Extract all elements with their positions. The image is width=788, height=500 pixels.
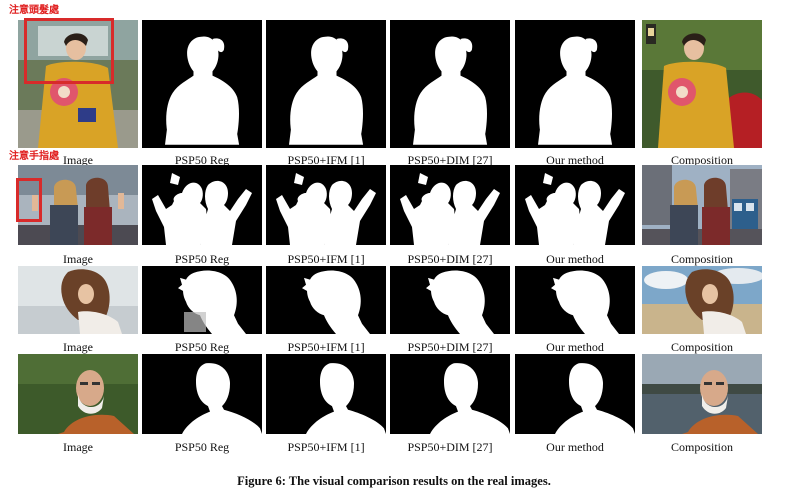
row4-our-method-mask [515, 354, 635, 434]
row1-psp50-reg-mask [142, 20, 262, 148]
row2-label-psp50-ifm: PSP50+IFM [1] [287, 252, 365, 266]
hair-note: 注意頭髮處 [9, 5, 59, 16]
figure-caption-text: The visual comparison results on the rea… [288, 474, 551, 488]
row3-label-composition: Composition [670, 340, 733, 354]
row4-psp50-dim-mask [390, 354, 510, 434]
row2-label-image: Image [63, 252, 93, 266]
row3-label-our-method: Our method [546, 340, 604, 354]
row3-label-psp50-ifm: PSP50+IFM [1] [287, 340, 365, 354]
row2-psp50-reg-mask [142, 165, 262, 245]
row3-label-psp50-reg: PSP50 Reg [174, 340, 230, 354]
row2-label-our-method: Our method [546, 252, 604, 266]
row2-composition [642, 165, 762, 245]
row1-label-psp50-reg: PSP50 Reg [174, 153, 230, 167]
row4-composition [642, 354, 762, 434]
row1-label-our-method: Our method [546, 153, 604, 167]
row4-psp50-ifm-mask [266, 354, 386, 434]
row3-label-image: Image [63, 340, 93, 354]
row1-psp50-ifm-mask [266, 20, 386, 148]
row4-label-psp50-dim: PSP50+DIM [27] [407, 440, 493, 454]
row4-psp50-reg-mask [142, 354, 262, 434]
figure-caption: Figure 6: The visual comparison results … [0, 474, 788, 489]
row3-psp50-dim-mask [390, 266, 510, 334]
row1-our-method-mask [515, 20, 635, 148]
row4-label-psp50-reg: PSP50 Reg [174, 440, 230, 454]
row2-label-psp50-dim: PSP50+DIM [27] [407, 252, 493, 266]
row1-label-image: Image [63, 153, 93, 167]
row1-psp50-dim-mask [390, 20, 510, 148]
row2-our-method-mask [515, 165, 635, 245]
row4-input-image [18, 354, 138, 434]
row3-input-image [18, 266, 138, 334]
hand-note: 注意手指處 [9, 151, 59, 162]
row3-composition [642, 266, 762, 334]
row3-psp50-reg-mask [142, 266, 262, 334]
row3-our-method-mask [515, 266, 635, 334]
row2-psp50-dim-mask [390, 165, 510, 245]
row3-label-psp50-dim: PSP50+DIM [27] [407, 340, 493, 354]
row1-input-image [18, 20, 138, 148]
row2-label-psp50-reg: PSP50 Reg [174, 252, 230, 266]
row4-label-our-method: Our method [546, 440, 604, 454]
row3-psp50-ifm-mask [266, 266, 386, 334]
row1-label-psp50-ifm: PSP50+IFM [1] [287, 153, 365, 167]
hair-highlight-box [24, 18, 114, 84]
row2-label-composition: Composition [670, 252, 733, 266]
row4-label-composition: Composition [670, 440, 733, 454]
figure-caption-prefix: Figure 6: [237, 474, 286, 488]
row1-composition [642, 20, 762, 148]
row4-label-psp50-ifm: PSP50+IFM [1] [287, 440, 365, 454]
row1-label-composition: Composition [670, 153, 733, 167]
row1-label-psp50-dim: PSP50+DIM [27] [407, 153, 493, 167]
row2-psp50-ifm-mask [266, 165, 386, 245]
hand-highlight-box [16, 178, 42, 222]
row4-label-image: Image [63, 440, 93, 454]
